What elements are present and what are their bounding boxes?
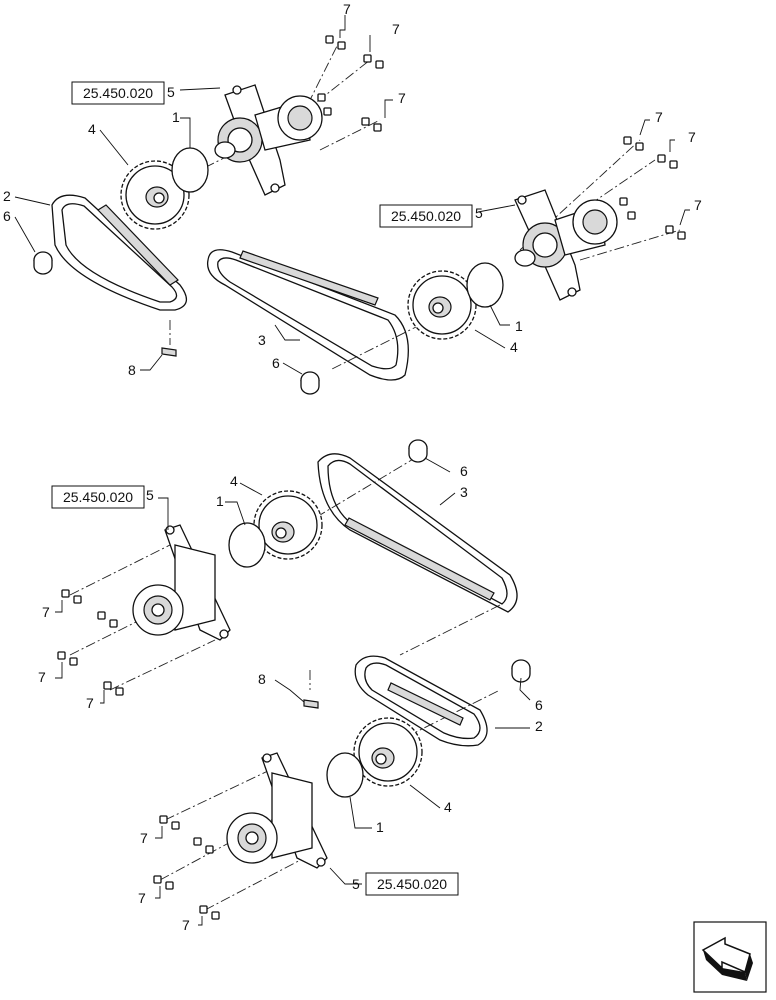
callout-1: 1 <box>172 109 180 125</box>
callout-2: 2 <box>3 188 11 204</box>
callout-8: 8 <box>258 671 266 687</box>
ring-bottom-upper <box>228 522 266 568</box>
clip-top <box>161 347 177 357</box>
callout-5: 5 <box>167 84 175 100</box>
callout-3: 3 <box>460 484 468 500</box>
callout-7: 7 <box>42 604 50 620</box>
nut-group-top-right <box>619 136 686 240</box>
ref-box-top-right[interactable]: 25.450.020 <box>379 204 473 228</box>
callout-4: 4 <box>230 473 238 489</box>
top-right-assembly <box>206 136 686 395</box>
nut-group-bottom-upper <box>57 589 124 696</box>
bottom-lower-assembly <box>153 655 531 920</box>
callout-5: 5 <box>146 487 154 503</box>
callout-6: 6 <box>272 355 280 371</box>
ring-top-right <box>466 262 504 308</box>
small-chain-guide <box>51 194 187 311</box>
bearing-housing-top-right <box>514 189 618 301</box>
ref-label: 25.450.020 <box>63 489 133 505</box>
small-chain-guide-bottom <box>354 655 488 747</box>
callout-7: 7 <box>398 90 406 106</box>
callout-8: 8 <box>128 362 136 378</box>
top-left-assembly <box>33 35 384 357</box>
bottom-upper-assembly <box>57 439 518 709</box>
sprocket-bottom-upper <box>253 490 323 560</box>
nut-group-top-left <box>317 35 384 132</box>
ref-box-bottom-lower[interactable]: 25.450.020 <box>365 872 459 896</box>
nut-group-bottom-lower <box>153 815 220 920</box>
callout-3: 3 <box>258 332 266 348</box>
large-chain-guide-top <box>206 249 409 381</box>
callout-7: 7 <box>38 669 46 685</box>
large-chain-guide-bottom <box>317 453 518 613</box>
callout-labels: 5 1 4 2 6 7 7 7 8 5 7 7 7 1 4 3 6 5 4 1 … <box>3 1 702 933</box>
callout-4: 4 <box>444 799 452 815</box>
ref-label: 25.450.020 <box>391 208 461 224</box>
callout-6: 6 <box>3 208 11 224</box>
callout-4: 4 <box>88 121 96 137</box>
callout-5: 5 <box>352 876 360 892</box>
ref-label: 25.450.020 <box>377 876 447 892</box>
sprocket-top-right <box>407 270 477 340</box>
ring-bottom-lower <box>326 752 364 798</box>
callout-4: 4 <box>510 339 518 355</box>
plug-top-right <box>300 371 320 395</box>
callout-6: 6 <box>535 697 543 713</box>
plug-bottom-upper <box>408 439 428 463</box>
ref-label: 25.450.020 <box>83 85 153 101</box>
ref-box-top-left[interactable]: 25.450.020 <box>71 81 165 105</box>
callout-1: 1 <box>216 493 224 509</box>
callout-5: 5 <box>475 205 483 221</box>
plug-top-left <box>33 251 53 275</box>
leader-lines <box>14 15 690 926</box>
callout-7: 7 <box>140 830 148 846</box>
callout-2: 2 <box>535 718 543 734</box>
sprocket-bottom-lower <box>353 717 423 787</box>
callout-7: 7 <box>688 129 696 145</box>
callout-7: 7 <box>392 21 400 37</box>
ref-box-bottom-upper[interactable]: 25.450.020 <box>51 485 145 509</box>
callout-7: 7 <box>138 890 146 906</box>
ring-top-left <box>171 147 209 193</box>
callout-7: 7 <box>343 1 351 17</box>
callout-1: 1 <box>376 819 384 835</box>
bearing-housing-bottom-lower <box>226 752 328 869</box>
callout-6: 6 <box>460 463 468 479</box>
callout-7: 7 <box>86 695 94 711</box>
clip-bottom <box>303 699 319 709</box>
sprocket-top-left <box>120 160 190 230</box>
callout-7: 7 <box>182 917 190 933</box>
bearing-housing-top-left <box>214 84 323 196</box>
callout-1: 1 <box>515 318 523 334</box>
bearing-housing-bottom-upper <box>132 524 231 641</box>
callout-7: 7 <box>694 197 702 213</box>
navigation-arrow-icon[interactable] <box>693 921 767 993</box>
callout-7: 7 <box>655 109 663 125</box>
